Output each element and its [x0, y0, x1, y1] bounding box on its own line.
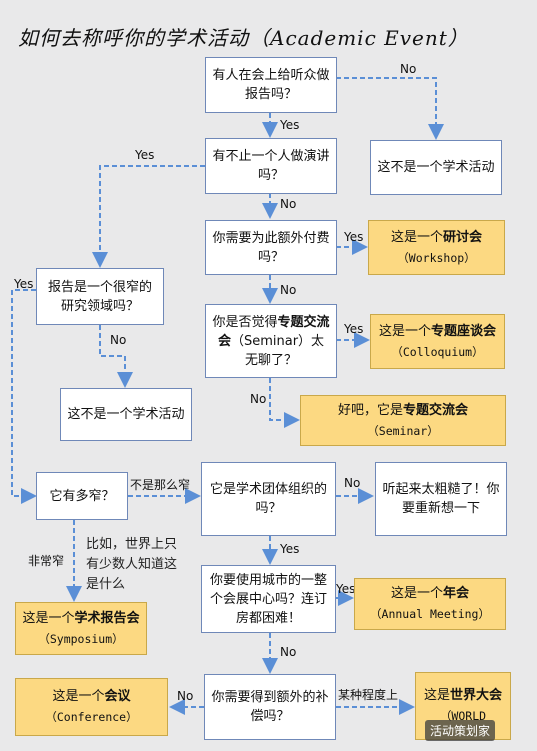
result-english: （Annual Meeting）	[370, 607, 490, 621]
node-text: 报告是一个很窄的研究领域吗？	[47, 279, 152, 314]
question-box-extra-compensation: 你需要得到额外的补偿吗？	[204, 674, 336, 740]
question-box-extra-fee: 你需要为此额外付费吗？	[205, 220, 337, 275]
result-english: （Symposium）	[38, 631, 124, 646]
result-title: 这是世界大会	[424, 686, 502, 706]
result-box-workshop: 这是一个研讨会 （Workshop）	[368, 220, 505, 275]
node-text: 有不止一个人做演讲吗？	[212, 149, 330, 183]
result-bold: 年会	[443, 586, 470, 601]
node-text: 它是学术团体组织的吗？	[209, 482, 327, 516]
result-box-conference: 这是一个会议 （Conference）	[15, 678, 168, 736]
edge-label-yes: Yes	[336, 582, 356, 596]
question-box-convention-center: 你要使用城市的一整个会展中心吗？连订房都困难！	[201, 565, 336, 633]
node-text: 听起来太粗糙了！你要重新想一下	[382, 482, 500, 516]
edge-label-yes: Yes	[14, 277, 34, 291]
result-bold: 世界大会	[450, 688, 503, 703]
edge-label-yes: Yes	[344, 230, 364, 244]
question-box-seminar-boring: 你是否觉得专题交流会（Seminar）太无聊了？	[205, 304, 337, 378]
result-english: （WORLD	[439, 709, 487, 723]
result-box-too-rough: 听起来太粗糙了！你要重新想一下	[375, 462, 507, 536]
node-text: 你要使用城市的一整个会展中心吗？连订房都困难！	[209, 572, 327, 626]
result-english: （Conference）	[45, 710, 138, 724]
result-box-symposium: 这是一个学术报告会 （Symposium）	[15, 602, 147, 655]
result-bold: 研讨会	[443, 229, 483, 245]
result-box-seminar: 好吧，它是专题交流会 （Seminar）	[300, 395, 506, 446]
node-text: 这不是一个学术活动	[377, 160, 495, 175]
result-pre: 这是一个	[390, 229, 443, 245]
edge-label-no: No	[280, 283, 297, 297]
result-title: 这是一个研讨会	[391, 228, 482, 248]
question-box-narrow-field: 报告是一个很窄的研究领域吗？	[36, 268, 164, 325]
example-note: 比如，世界上只有少数人知道这是什么	[86, 537, 178, 592]
result-title: 好吧，它是专题交流会	[338, 401, 468, 421]
page-title: 如何去称呼你的学术活动（Academic Event）	[18, 26, 469, 50]
result-english: （Seminar）	[367, 423, 439, 438]
result-bold: 学术报告会	[74, 610, 140, 626]
edge-label-to-some-degree: 某种程度上	[338, 688, 399, 702]
result-title: 这是一个年会	[391, 584, 469, 604]
result-pre: 这是	[423, 688, 450, 703]
result-pre: 这是一个	[22, 610, 75, 626]
edge-label-not-that-narrow: 不是那么窄	[130, 478, 191, 492]
result-bold: 专题交流会	[403, 402, 469, 418]
edge-label-yes: Yes	[135, 148, 155, 162]
edge-label-yes: Yes	[344, 322, 364, 336]
node-text: 这不是一个学术活动	[67, 407, 185, 422]
node-text: 它有多窄？	[49, 488, 115, 504]
edge-label-no: No	[400, 62, 417, 76]
edge-label-no: No	[344, 476, 361, 490]
result-title: 这是一个会议	[52, 687, 130, 707]
edge-label-no: No	[250, 392, 267, 406]
node-text: 你需要得到额外的补偿吗？	[211, 690, 329, 724]
result-title: 这是一个专题座谈会	[379, 322, 496, 342]
edge-label-no: No	[280, 197, 297, 211]
result-english: （Colloquium）	[391, 344, 484, 359]
question-box-audience-talk: 有人在会上给听众做报告吗？	[205, 57, 337, 113]
question-box-academic-society: 它是学术团体组织的吗？	[201, 462, 336, 536]
edge-label-yes: Yes	[280, 118, 300, 132]
result-pre: 这是一个	[390, 586, 443, 601]
result-box-not-academic: 这不是一个学术活动	[370, 140, 502, 195]
watermark: 活动策划家	[425, 720, 496, 741]
question-box-how-narrow: 它有多窄？	[36, 472, 128, 520]
result-bold: 会议	[104, 689, 131, 704]
edge-label-no: No	[110, 333, 127, 347]
result-box-colloquium: 这是一个专题座谈会 （Colloquium）	[370, 314, 505, 369]
edge-label-no: No	[280, 645, 297, 659]
result-english: （Workshop）	[397, 250, 476, 265]
node-text-post: （Seminar）太无聊了？	[230, 333, 325, 368]
result-box-not-academic-2: 这不是一个学术活动	[60, 388, 192, 441]
edge-label-no: No	[177, 689, 194, 703]
result-bold: 专题座谈会	[431, 323, 497, 339]
result-box-annual-meeting: 这是一个年会 （Annual Meeting）	[354, 578, 506, 630]
result-pre: 这是一个	[378, 323, 431, 339]
node-text-bold: 专题交流会	[217, 314, 330, 349]
edge-label-very-narrow: 非常窄	[28, 554, 65, 568]
node-text: 你是否觉得专题交流会（Seminar）太无聊了？	[212, 313, 330, 370]
question-box-multiple-speakers: 有不止一个人做演讲吗？	[205, 138, 337, 194]
result-pre: 好吧，它是	[337, 402, 403, 418]
node-text-pre: 你是否觉得	[212, 314, 278, 330]
node-text: 有人在会上给听众做报告吗？	[212, 68, 330, 102]
edge-label-yes: Yes	[280, 542, 300, 556]
result-title: 这是一个学术报告会	[22, 609, 139, 629]
result-pre: 这是一个	[52, 689, 105, 704]
node-text: 你需要为此额外付费吗？	[212, 230, 330, 265]
